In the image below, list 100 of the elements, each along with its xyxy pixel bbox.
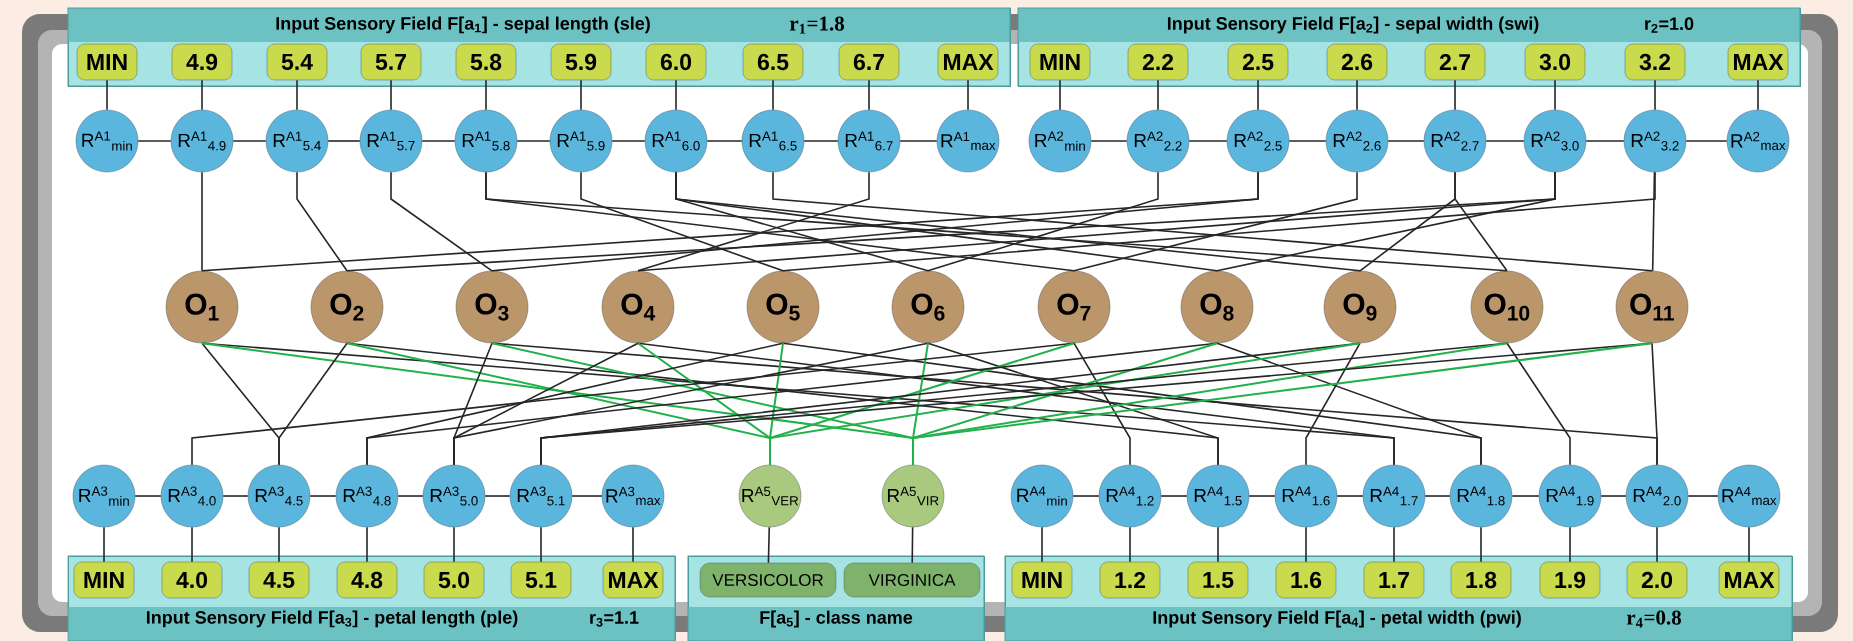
connector-line <box>327 140 361 142</box>
value-tab: 2.6 <box>1326 43 1388 81</box>
connector-line <box>1305 342 1361 466</box>
connector-line <box>106 79 108 111</box>
connector-line <box>1506 342 1571 466</box>
value-tab: 5.1 <box>510 561 572 599</box>
connector-line <box>485 79 487 111</box>
connector-line <box>1217 526 1219 563</box>
connector-line <box>491 171 1259 272</box>
connector-line <box>967 79 969 111</box>
connector-line <box>632 526 634 563</box>
connector-line <box>421 140 456 142</box>
value-tab: 2.7 <box>1424 43 1486 81</box>
connector-line <box>191 526 193 563</box>
connector-line <box>868 79 870 111</box>
connector-line <box>201 79 203 111</box>
value-tab: 3.2 <box>1624 43 1686 81</box>
value-tab: 4.0 <box>161 561 223 599</box>
connector-line <box>580 79 582 111</box>
value-tab: 6.7 <box>838 43 900 81</box>
connector-line <box>1216 171 1556 272</box>
connector-line <box>911 526 914 564</box>
value-tab: 5.8 <box>455 43 517 81</box>
connector-line <box>484 495 511 497</box>
connector-line <box>1188 140 1228 142</box>
connector-line <box>453 526 455 563</box>
value-tab: 6.0 <box>645 43 707 81</box>
value-tab: 5.4 <box>266 43 328 81</box>
value-tab: MAX <box>937 43 999 81</box>
connector-line <box>309 495 337 497</box>
connector-line <box>1160 495 1188 497</box>
connector-line <box>296 79 298 111</box>
connector-line <box>137 140 172 142</box>
connector-line <box>580 171 784 272</box>
value-tab: 1.2 <box>1099 561 1161 599</box>
connector-line <box>1288 140 1327 142</box>
value-tab: 1.8 <box>1450 561 1512 599</box>
connector-line <box>1600 495 1627 497</box>
value-tab: 1.9 <box>1539 561 1601 599</box>
value-tab: 3.0 <box>1524 43 1586 81</box>
connector-line <box>1336 495 1364 497</box>
connector-line <box>772 79 774 111</box>
connector-line <box>1585 140 1625 142</box>
connector-line <box>803 140 839 142</box>
connector-line <box>1305 526 1307 563</box>
connector-line <box>769 342 1361 466</box>
value-tab: MIN <box>76 43 138 81</box>
value-tab: 4.8 <box>336 561 398 599</box>
connector-line <box>1073 342 1131 466</box>
connector-line <box>485 171 1508 272</box>
connector-line <box>1059 79 1061 111</box>
connector-line <box>1480 526 1482 563</box>
connector-line <box>1387 140 1425 142</box>
connector-line <box>1072 495 1100 497</box>
connector-line <box>390 171 493 272</box>
class-tab: VERSICOLOR <box>699 562 837 598</box>
connector-line <box>1090 140 1128 142</box>
connector-line <box>278 342 348 466</box>
value-tab: 1.7 <box>1363 561 1425 599</box>
value-tab: 1.5 <box>1187 561 1249 599</box>
value-tab: 5.0 <box>423 561 485 599</box>
value-tab: 4.9 <box>171 43 233 81</box>
connector-line <box>675 79 677 111</box>
connector-line <box>232 140 267 142</box>
value-tab: MIN <box>1029 43 1091 81</box>
connector-line <box>571 495 603 497</box>
connector-line <box>278 526 280 563</box>
connector-line <box>1757 79 1759 111</box>
connector-line <box>1356 79 1358 111</box>
connector-line <box>1248 495 1276 497</box>
connector-line <box>1216 342 1482 466</box>
value-tab: MIN <box>1011 561 1073 599</box>
connector-line <box>1454 171 1508 272</box>
connector-line <box>611 140 646 142</box>
connector-line <box>134 495 162 497</box>
connector-line <box>1554 79 1556 111</box>
connector-line <box>390 79 392 111</box>
class-tab: VIRGINICA <box>843 562 981 598</box>
value-tab: 2.0 <box>1626 561 1688 599</box>
value-tab: 1.6 <box>1275 561 1337 599</box>
value-tab: 5.7 <box>360 43 422 81</box>
connector-line <box>899 140 938 142</box>
connector-line <box>1485 140 1525 142</box>
connector-line <box>1393 526 1395 563</box>
value-tab: 5.9 <box>550 43 612 81</box>
connector-line <box>637 171 870 272</box>
value-tab: MAX <box>1718 561 1780 599</box>
connector-line <box>1569 526 1571 563</box>
connector-line <box>1073 171 1358 272</box>
value-tab: 4.5 <box>248 561 310 599</box>
connector-line <box>296 171 348 272</box>
connector-line <box>1748 526 1750 563</box>
connector-line <box>397 495 424 497</box>
connector-line <box>1511 495 1540 497</box>
connector-line <box>1129 526 1131 563</box>
connector-line <box>1424 495 1451 497</box>
connector-line <box>1651 342 1658 466</box>
value-tab: MIN <box>73 561 135 599</box>
connector-line <box>675 171 1361 272</box>
connector-line <box>1257 79 1259 111</box>
